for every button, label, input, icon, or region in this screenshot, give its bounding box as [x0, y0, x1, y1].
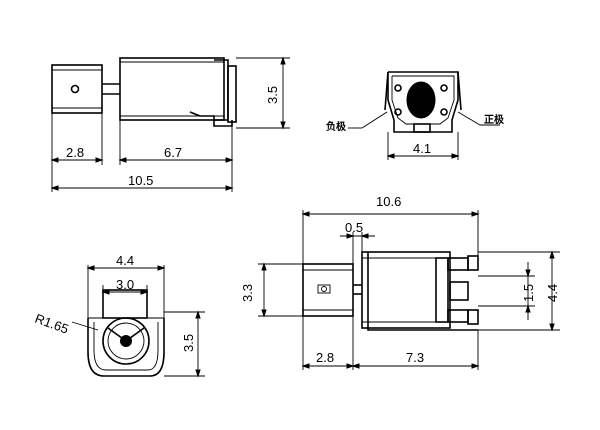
side-total-length: 10.5	[128, 173, 153, 188]
positive-pole-label: 正极	[484, 113, 505, 126]
top-head-height: 3.3	[240, 284, 255, 302]
top-total-length: 10.6	[376, 194, 401, 209]
side-body-height: 3.5	[265, 86, 280, 104]
top-view: 10.6 0.5 3.3 1.5 4.4 2.8 7.3	[240, 194, 560, 370]
side-head-length: 2.8	[66, 145, 84, 160]
end-width: 4.1	[413, 141, 431, 156]
side-view: 2.8 6.7 10.5 3.5	[50, 56, 290, 192]
shaft-hole-icon	[70, 84, 80, 94]
top-body-length: 7.3	[406, 350, 424, 365]
front-radius: R1.65	[33, 311, 71, 337]
top-gap: 0.5	[345, 220, 363, 235]
front-inner-width: 3.0	[116, 277, 134, 292]
top-overall-height: 4.4	[545, 284, 560, 302]
front-outer-width: 4.4	[116, 253, 134, 268]
end-view: 负极 正极 4.1	[326, 71, 505, 160]
front-view: 4.4 3.0 R1.65 3.5	[33, 253, 205, 378]
rotor-icon	[406, 81, 436, 119]
top-terminal-pitch: 1.5	[521, 284, 536, 302]
front-height: 3.5	[181, 334, 196, 352]
side-body-length: 6.7	[164, 145, 182, 160]
negative-pole-label: 负极	[326, 120, 347, 133]
top-head-length: 2.8	[316, 350, 334, 365]
